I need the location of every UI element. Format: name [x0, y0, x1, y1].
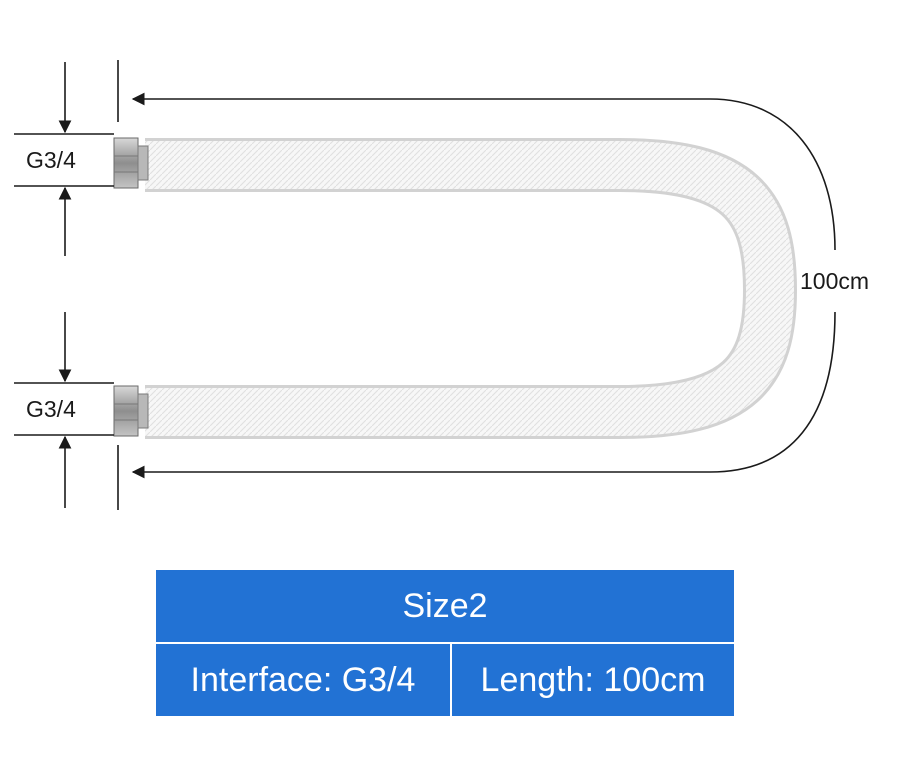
spec-length-cell: Length: 100cm — [480, 660, 706, 699]
interface-bottom-dimension — [14, 312, 114, 508]
interface-top-label: G3/4 — [26, 147, 76, 173]
spec-table-title: Size2 — [402, 586, 488, 625]
spec-table: Size2 Interface: G3/4 Length: 100cm — [156, 570, 734, 716]
fitting-bottom-icon — [113, 385, 149, 437]
fitting-top-icon — [113, 137, 149, 189]
spec-interface-cell: Interface: G3/4 — [190, 660, 416, 699]
interface-bottom-label: G3/4 — [26, 396, 76, 422]
table-divider — [156, 642, 734, 644]
interface-top-dimension — [14, 62, 114, 256]
length-dimension — [131, 92, 836, 479]
table-divider — [450, 644, 452, 716]
hose-diagram: G3/4 G3/4 100cm — [14, 60, 870, 510]
hose — [145, 138, 798, 439]
length-label: 100cm — [800, 268, 870, 294]
